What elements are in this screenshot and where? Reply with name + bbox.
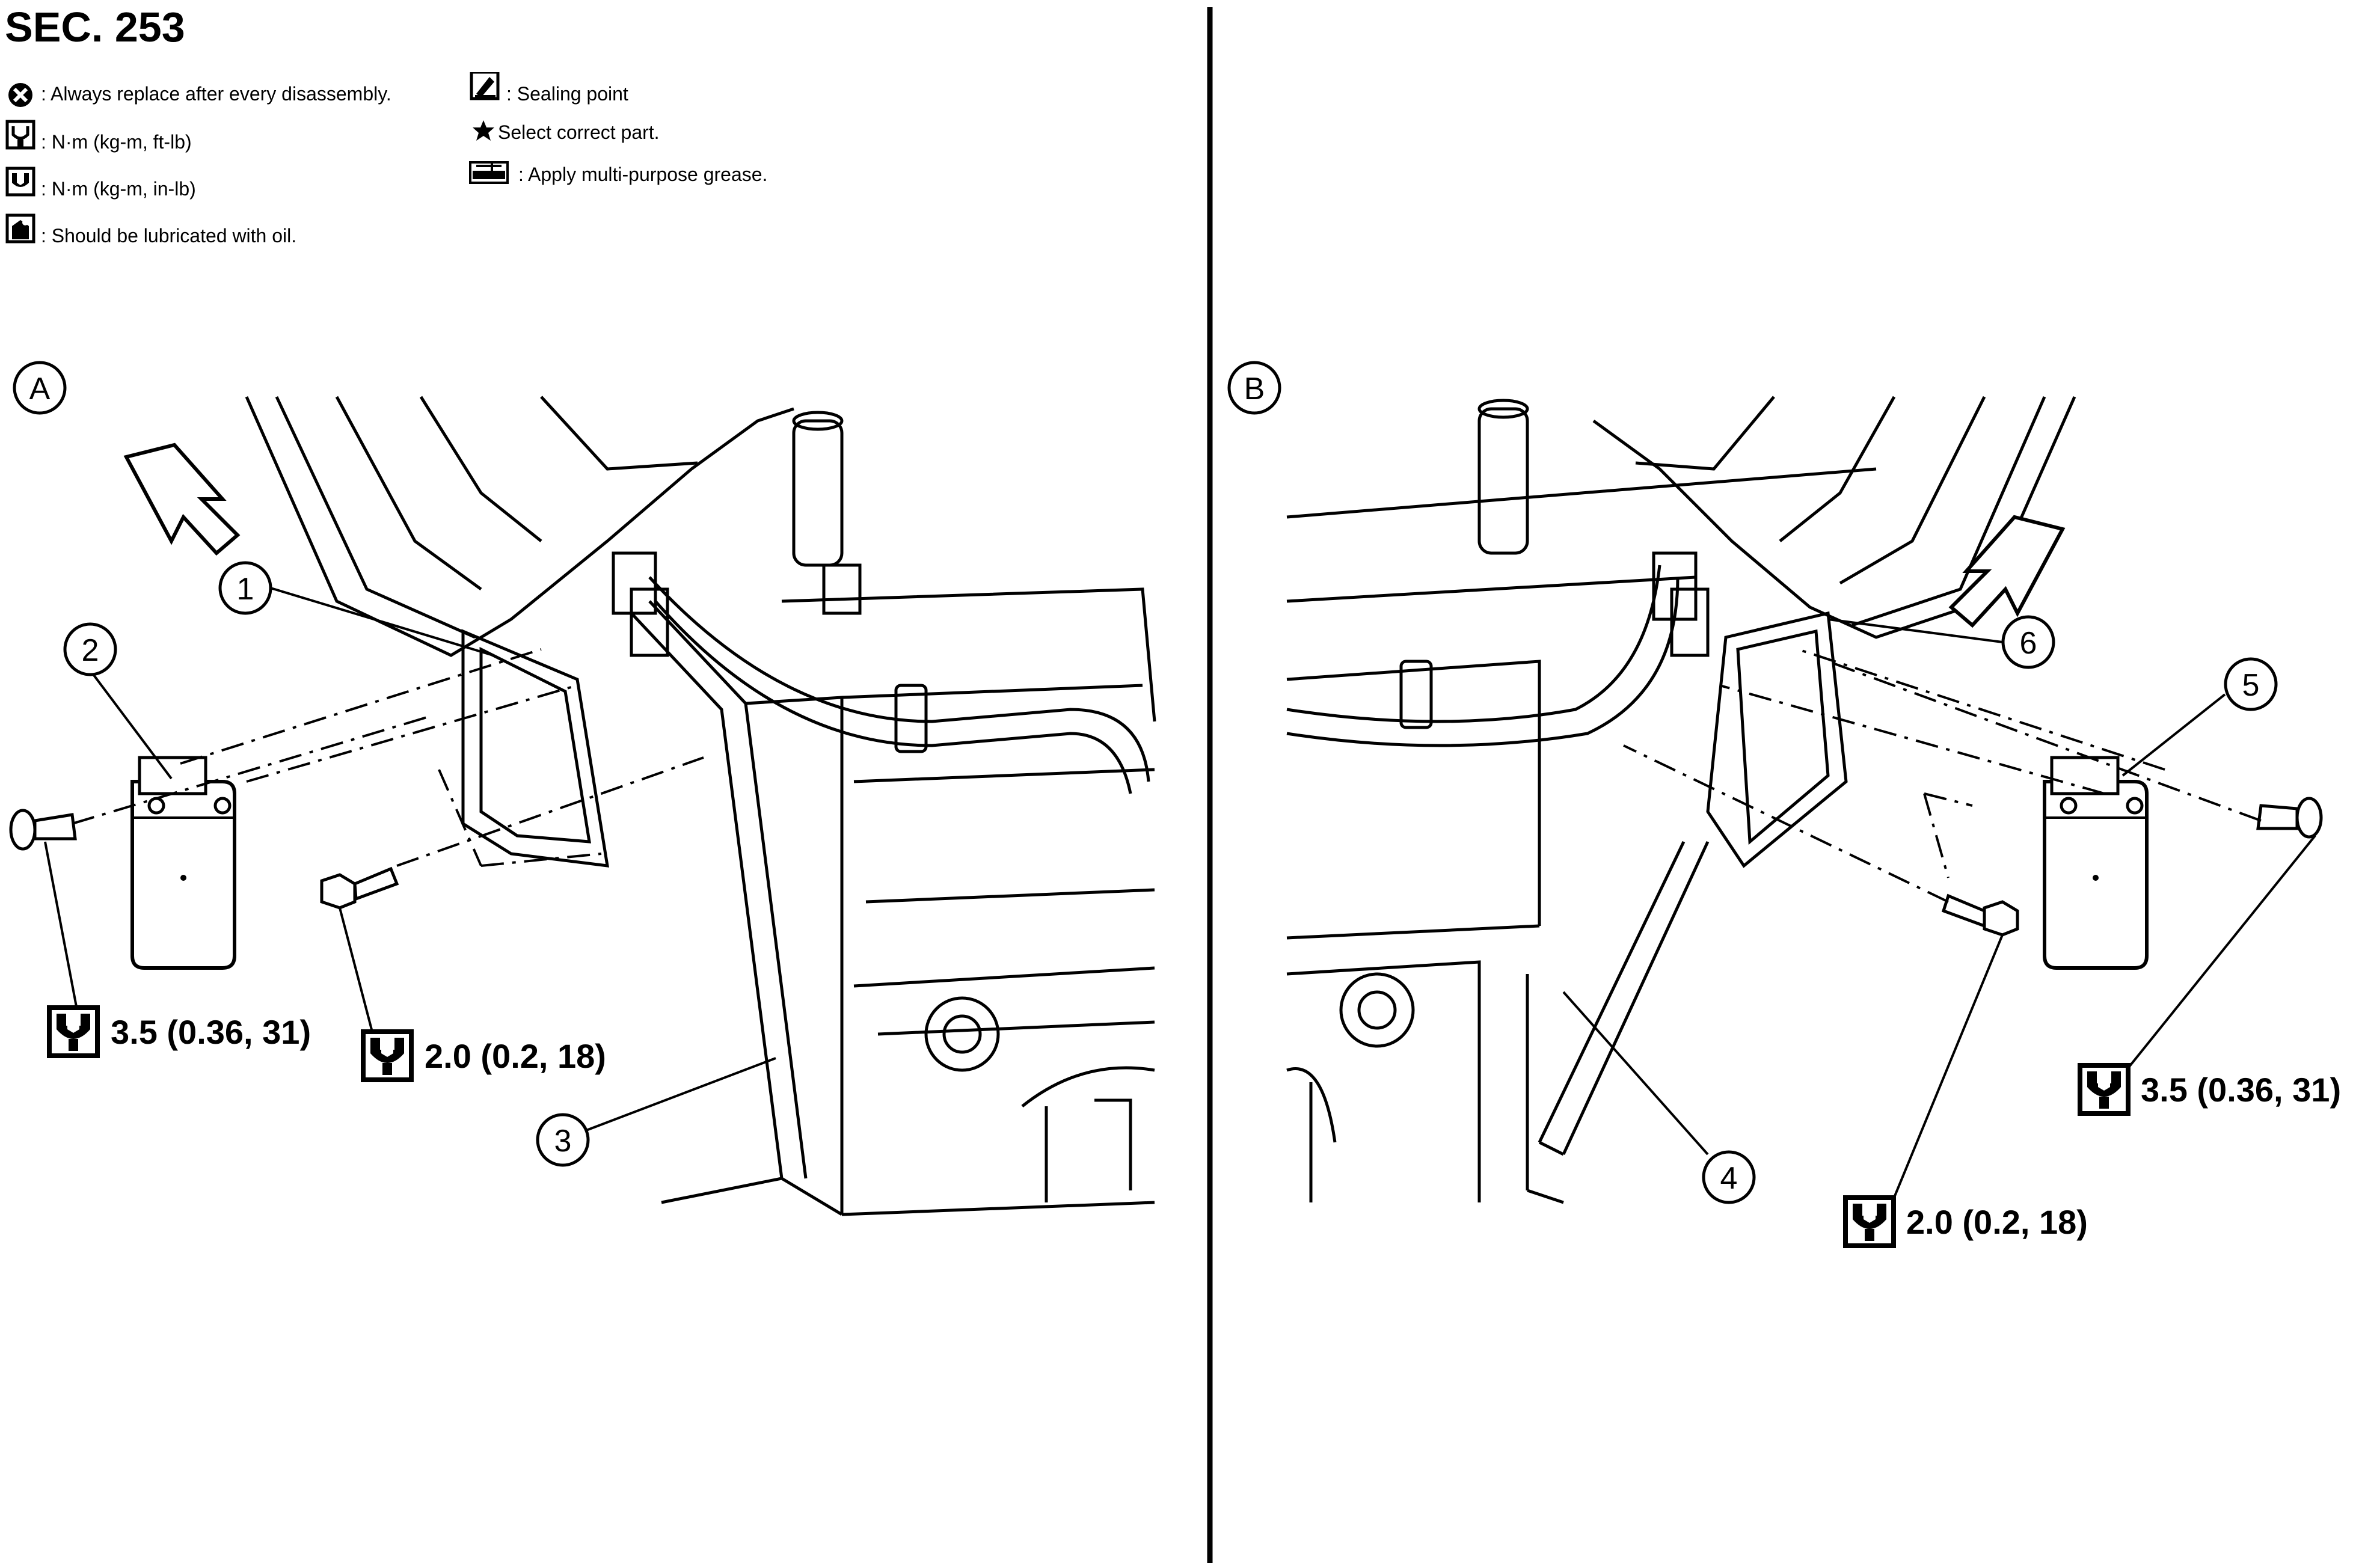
view-b-dashed-lines [1623,648,2262,903]
view-a-dashed-lines [72,648,704,867]
view-b-leaders [1562,618,2316,1227]
svg-text:2: 2 [82,633,99,668]
legend-replace: : Always replace after every disassembly… [41,83,391,105]
circle-x-icon [8,83,32,107]
star-icon [473,120,494,141]
grease-icon [469,161,509,184]
torque-icon-b-right [2078,1063,2131,1116]
view-label-a: A [13,361,67,415]
torque-icon-b-left [1843,1195,1896,1248]
oil-can-icon [5,213,35,243]
callout-2: 2 [63,622,117,676]
view-a-structure [245,396,1156,1216]
legend-select-part: Select correct part. [498,121,660,143]
bolt-b-left [1941,893,2019,937]
legend-sealing: : Sealing point [506,83,628,105]
legend-oil: : Should be lubricated with oil. [41,225,297,247]
torque-spec-a-left: 3.5 (0.36, 31) [111,1013,311,1051]
legend-icons [5,72,509,243]
svg-text:5: 5 [2242,668,2260,703]
svg-text:3: 3 [554,1124,572,1159]
svg-text:1: 1 [237,572,254,607]
svg-text:B: B [1244,372,1265,406]
torque-spec-b-right: 3.5 (0.36, 31) [2141,1071,2342,1109]
callout-4: 4 [1702,1150,1756,1204]
section-title: SEC. 253 [5,4,185,51]
svg-text:A: A [29,372,51,406]
callout-6: 6 [2001,615,2055,669]
view-a-leaders [44,587,776,1132]
callout-1: 1 [218,561,272,615]
torque-wrench-ftlb-icon [5,120,35,150]
torque-spec-b-left: 2.0 (0.2, 18) [1906,1203,2088,1241]
torque-wrench-inlb-icon [5,167,35,197]
callout-5: 5 [2224,657,2278,711]
torque-icon-a-right [361,1029,414,1082]
svg-text:4: 4 [1720,1161,1738,1196]
legend-nm-inlb: : N·m (kg-m, in-lb) [41,178,196,200]
arrow-forward-a [123,443,241,556]
ecu-module-b [2045,758,2147,968]
torque-spec-a-right: 2.0 (0.2, 18) [425,1037,606,1075]
torque-icon-a-left [47,1005,100,1058]
legend-nm-ftlb: : N·m (kg-m, ft-lb) [41,131,192,153]
legend-grease: : Apply multi-purpose grease. [518,164,768,185]
arrow-forward-b [1948,515,2066,628]
bolt-a-right [320,866,399,910]
ecu-module-a [132,758,235,968]
svg-text:6: 6 [2020,626,2037,661]
view-label-b: B [1227,361,1281,415]
view-b-structure [1286,396,2076,1204]
bolt-a-left [9,809,77,851]
sealing-point-icon [470,72,500,100]
bolt-b-right [2256,797,2323,839]
callout-3: 3 [536,1113,590,1167]
